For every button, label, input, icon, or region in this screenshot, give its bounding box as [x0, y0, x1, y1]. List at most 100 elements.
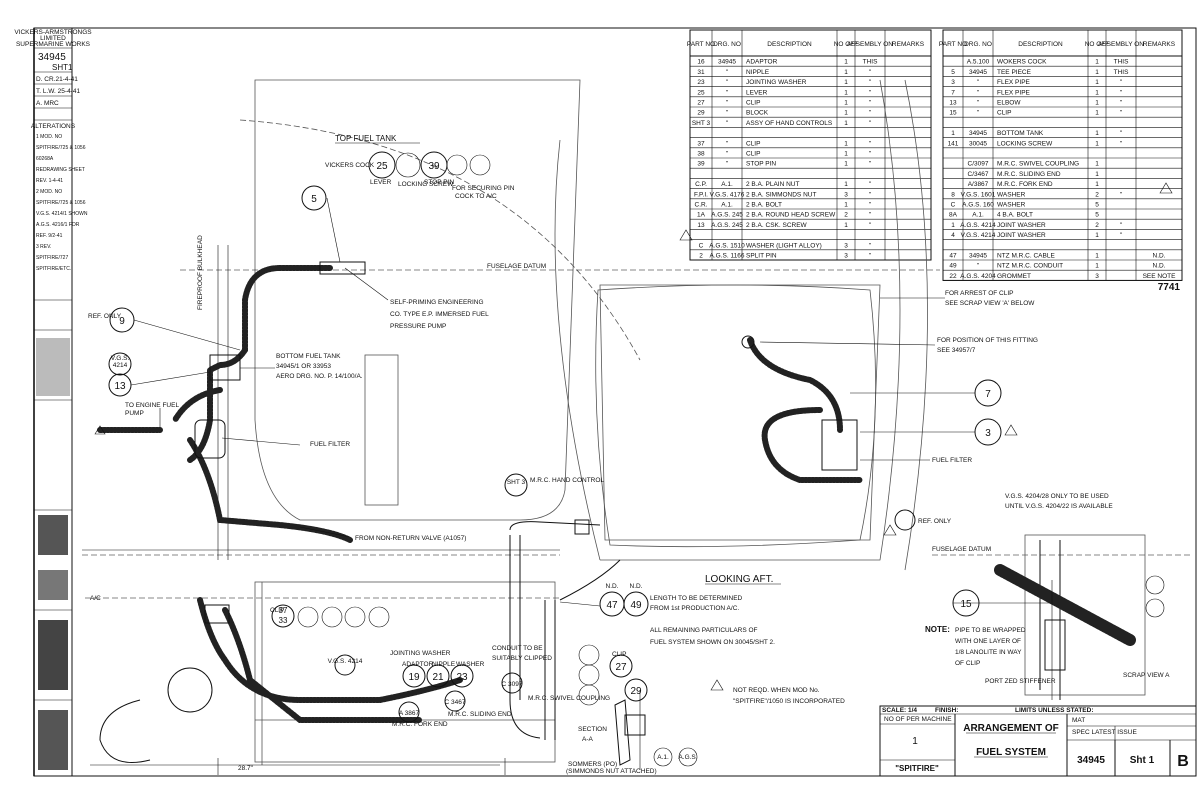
- tb-no-off: NO OF PER MACHINE: [884, 716, 952, 723]
- alteration-line: SPITFIRE/725 & 1056: [36, 145, 86, 151]
- label-locking-screw: LOCKING SCREW: [398, 181, 454, 188]
- label-not-reqd-2: "SPITFIRE"/1050 IS INCORPORATED: [733, 698, 845, 705]
- balloon-37: 37: [279, 606, 288, 615]
- table-cell: ": [726, 69, 729, 76]
- balloon-21: 21: [432, 672, 444, 683]
- label-conduit-1: CONDUIT TO BE: [492, 645, 543, 652]
- alteration-line: A.G.S. 4216/1 FOR: [36, 222, 80, 228]
- balloon-5: 5: [311, 194, 317, 205]
- table-cell: CLIP: [997, 110, 1011, 117]
- table-cell: 8: [951, 191, 955, 198]
- label-bottom-tank-3: AERO DRG. NO. P. 14/100/A.: [276, 373, 363, 380]
- tb-spec: SPEC LATEST ISSUE: [1072, 729, 1137, 736]
- table-cell: WASHER: [997, 202, 1026, 209]
- table-cell: JOINT WASHER: [997, 222, 1046, 229]
- table-header: PART NO: [939, 41, 967, 48]
- table-cell: A.5.100: [967, 59, 990, 66]
- strip-checked: A. MRC: [36, 100, 59, 107]
- balloon-33: 33: [279, 616, 288, 625]
- table-cell: ": [726, 100, 729, 107]
- table-cell: NTZ M.R.C. CABLE: [997, 253, 1055, 260]
- table-header: ASSEMBLY ON: [1098, 41, 1144, 48]
- table-cell: CLIP: [746, 100, 760, 107]
- alteration-line: SPITFIRE/727: [36, 255, 68, 261]
- table-cell: M.R.C. SWIVEL COUPLING: [997, 161, 1079, 168]
- table-cell: 37: [697, 140, 705, 147]
- table-header: ASSEMBLY ON: [847, 41, 893, 48]
- table-cell: A.1.: [721, 181, 733, 188]
- label-bottom-tank-1: BOTTOM FUEL TANK: [276, 353, 341, 360]
- label-vgs-note-1: V.G.S. 4204/28 ONLY TO BE USED: [1005, 493, 1109, 500]
- table-cell: V.G.S. 4214: [961, 232, 996, 239]
- label-not-reqd-1: NOT REQD. WHEN MOD No.: [733, 687, 820, 694]
- tb-limits: LIMITS UNLESS STATED:: [1015, 707, 1093, 714]
- label-note-2: WITH ONE LAYER OF: [955, 638, 1021, 645]
- balloon-c3097: C 3097: [502, 681, 523, 688]
- label-self-priming-1: SELF-PRIMING ENGINEERING: [390, 299, 484, 306]
- label-section-aa: A-A: [582, 736, 594, 743]
- balloon-a3867: A 3867: [399, 710, 420, 717]
- table-header: REMARKS: [892, 41, 925, 48]
- table-cell: 47: [949, 253, 957, 260]
- label-fuselage-datum-2: FUSELAGE DATUM: [932, 546, 991, 553]
- table-cell: 1: [844, 69, 848, 76]
- table-cell: 1: [844, 89, 848, 96]
- table-cell: A/3867: [968, 181, 989, 188]
- table-cell: ": [726, 79, 729, 86]
- balloon-39: 39: [428, 161, 440, 172]
- label-lever: LEVER: [370, 179, 392, 186]
- label-length-2: FROM 1st PRODUCTION A/C.: [650, 605, 739, 612]
- label-fuselage-datum: FUSELAGE DATUM: [487, 263, 546, 270]
- company-line: SUPERMARINE WORKS: [16, 41, 91, 48]
- tb-title-2: FUEL SYSTEM: [976, 747, 1046, 758]
- table-cell: 34945: [969, 130, 987, 137]
- balloon-nd-1: N.D.: [606, 583, 619, 590]
- table-cell: ": [977, 110, 980, 117]
- tb-aircraft: "SPITFIRE": [895, 764, 939, 773]
- label-looking-aft: LOOKING AFT.: [705, 574, 773, 585]
- alteration-line: SPITFIRE/ETC.: [36, 266, 71, 272]
- part-balloons: 5 9 V.G.S. 4214 13 25 39 7 3 15 47 49 N.…: [108, 151, 1165, 767]
- label-length-1: LENGTH TO BE DETERMINED: [650, 595, 743, 602]
- table-cell: ": [977, 263, 980, 270]
- label-vickers-cock: VICKERS COCK: [325, 162, 375, 169]
- label-fireproof-bulkhead: FIREPROOF BULKHEAD: [197, 235, 204, 310]
- table-header: DESCRIPTION: [1018, 41, 1063, 48]
- table-cell: 1: [1095, 140, 1099, 147]
- scrap-view-a: [994, 534, 1146, 700]
- table-cell: 1: [844, 120, 848, 127]
- table-cell: C.R.: [695, 202, 708, 209]
- table-cell: ": [869, 79, 872, 86]
- table-cell: 1: [844, 222, 848, 229]
- label-note-4: OF CLIP: [955, 660, 980, 667]
- table-cell: 2 B.A. BOLT: [746, 202, 782, 209]
- balloon-c3467: C 3467: [445, 699, 466, 706]
- tb-number: 34945: [1077, 755, 1105, 766]
- table-header: PART NO: [687, 41, 715, 48]
- balloon-47: 47: [606, 600, 618, 611]
- table-cell: M.R.C. FORK END: [997, 181, 1053, 188]
- table-cell: F.P.I.: [694, 191, 708, 198]
- table-cell: CLIP: [746, 140, 760, 147]
- table-cell: 1: [844, 59, 848, 66]
- table-cell: 1: [844, 110, 848, 117]
- table-cell: N.D.: [1153, 263, 1166, 270]
- table-cell: A.G.S. 4204: [960, 273, 996, 280]
- label-stop-pin: STOP PIN: [424, 179, 454, 186]
- label-ac: A/C: [90, 595, 101, 602]
- alteration-line: 60268A: [36, 156, 54, 162]
- table-cell: 1: [1095, 171, 1099, 178]
- table-cell: 1: [844, 140, 848, 147]
- table-cell: ": [869, 212, 872, 219]
- table-cell: N.D.: [1153, 253, 1166, 260]
- sheet-ref: 7741: [1158, 282, 1181, 293]
- table-cell: SHT 3: [692, 120, 711, 127]
- table-cell: FLEX PIPE: [997, 79, 1031, 86]
- table-cell: 2: [1095, 191, 1099, 198]
- table-cell: 1: [844, 202, 848, 209]
- tb-mat: MAT: [1072, 717, 1085, 724]
- label-dim: 28.7": [238, 765, 254, 772]
- label-nipple: NIPPLE: [432, 661, 456, 668]
